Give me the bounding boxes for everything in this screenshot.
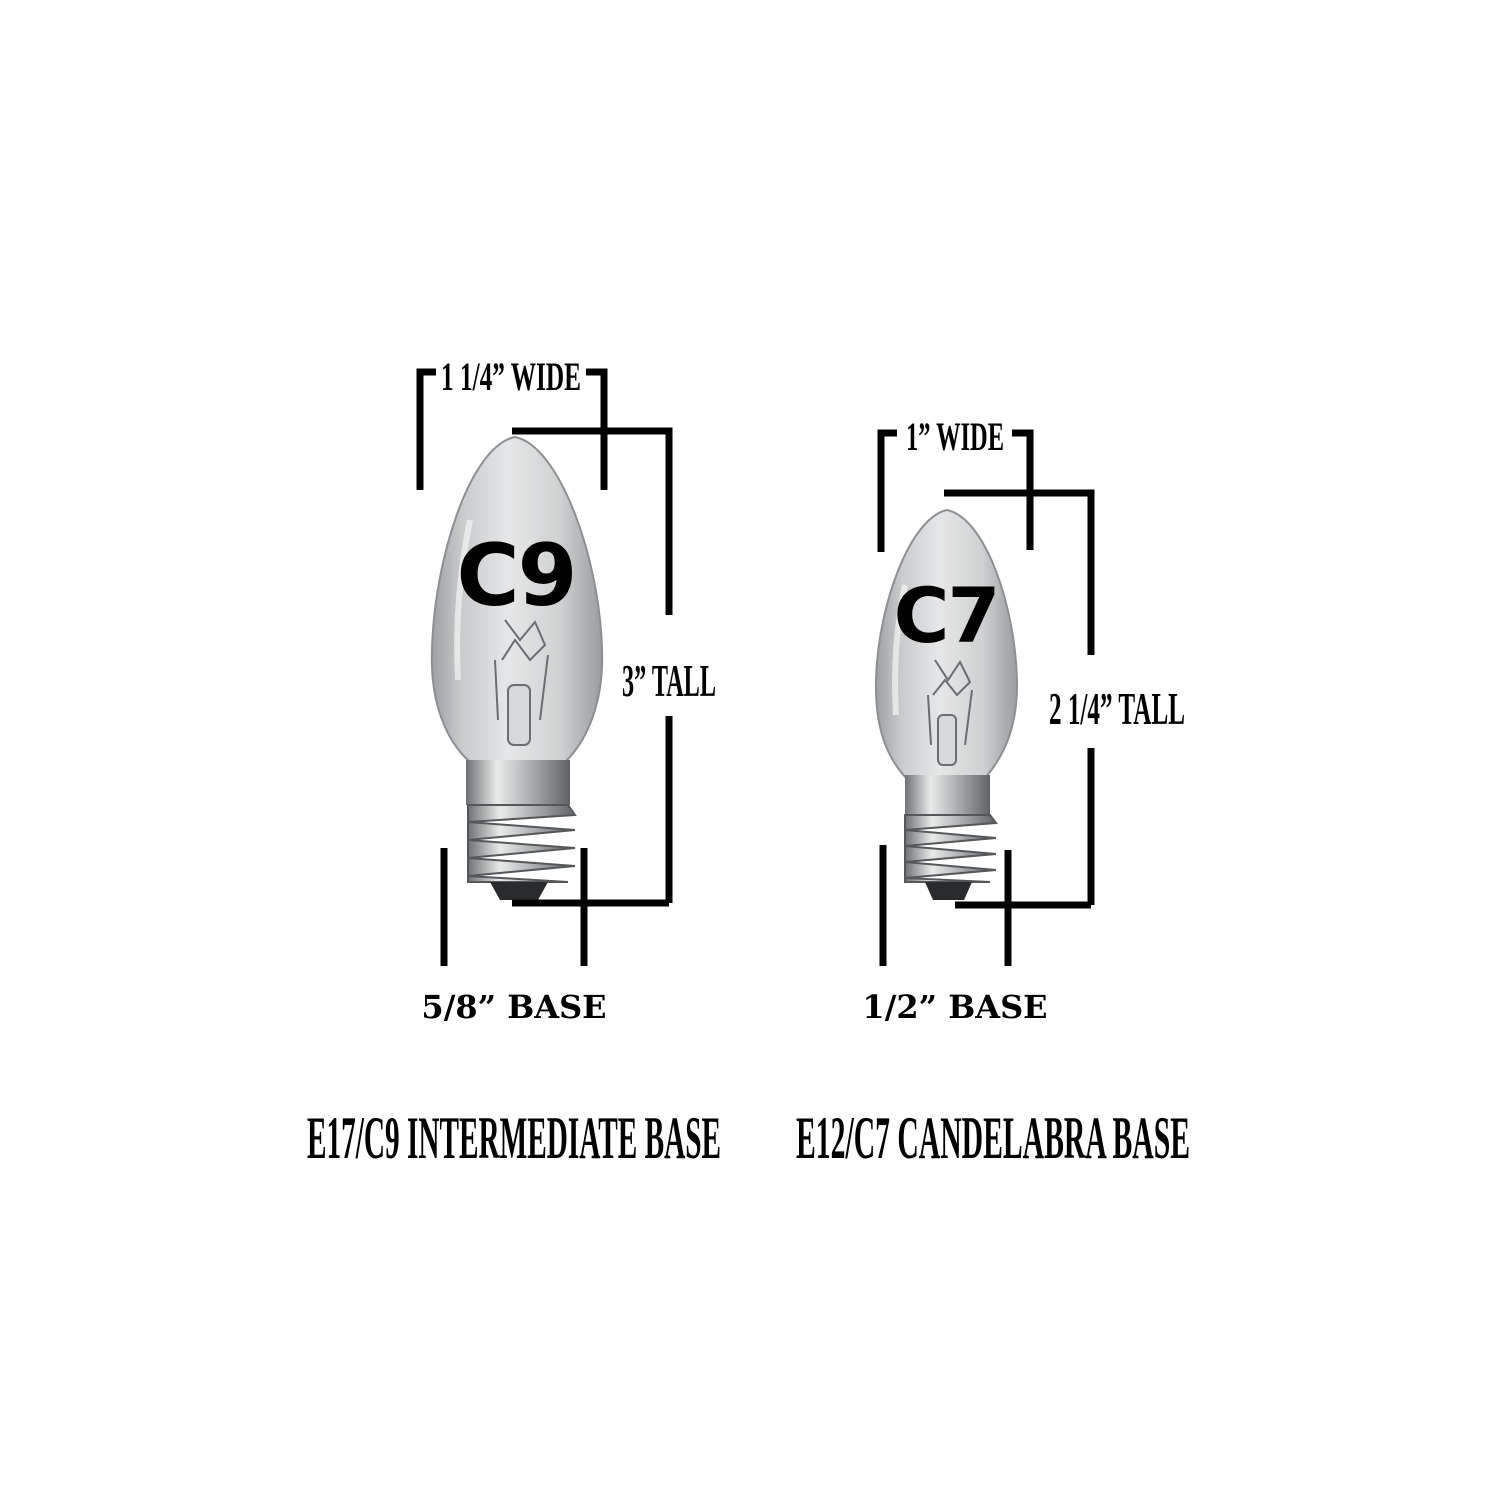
- c7-bulb: C7: [874, 508, 1019, 900]
- c7-height-label: 2 1/4” TALL: [1049, 683, 1185, 734]
- c9-filament: [494, 619, 549, 746]
- c7-base-label: 1/2” BASE: [862, 988, 1047, 1026]
- c9-screw-base: [466, 760, 577, 900]
- c7-width-bracket-right: [1012, 429, 1034, 550]
- c9-bulb: C9: [430, 435, 604, 900]
- c9-base-label: 5/8” BASE: [421, 988, 606, 1026]
- c7-width-label: 1” WIDE: [906, 414, 1004, 459]
- c7-width-bracket: [877, 429, 897, 552]
- c9-id-label: C9: [457, 526, 576, 626]
- c9-type-label: E17/C9 INTERMEDIATE BASE: [307, 1105, 721, 1171]
- c9-height-bracket: [512, 427, 673, 615]
- c7-type-label: E12/C7 CANDELABRA BASE: [796, 1105, 1190, 1171]
- c7-screw-base: [904, 775, 998, 900]
- c9-dimension-lines: [416, 368, 673, 966]
- c7-height-bracket: [944, 489, 1095, 655]
- c9-width-bracket-right: [586, 368, 608, 490]
- c9-width-label: 1 1/4” WIDE: [441, 354, 581, 399]
- c7-dimension-lines: [877, 429, 1095, 966]
- c7-filament: [927, 659, 973, 766]
- c9-height-label: 3” TALL: [622, 655, 716, 706]
- c9-width-bracket: [416, 368, 436, 490]
- c7-id-label: C7: [894, 571, 999, 660]
